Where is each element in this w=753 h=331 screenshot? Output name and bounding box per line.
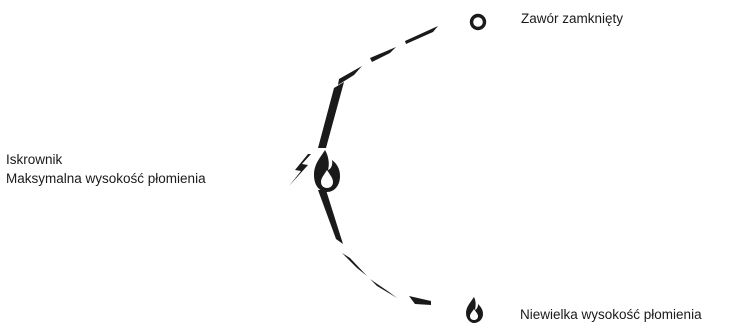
ignition-label-line2: Maksymalna wysokość płomienia (6, 171, 206, 186)
arc-segment (338, 66, 362, 85)
arc-segment (370, 279, 397, 298)
arc-segment (318, 82, 344, 148)
valve-closed-circle-icon (469, 13, 487, 31)
closed-valve-label: Zawór zamknięty (521, 11, 624, 26)
flame-scale-arc (318, 26, 438, 305)
ignition-label: Iskrownik Maksymalna wysokość płomienia (6, 150, 206, 188)
ignition-label-line1: Iskrownik (6, 152, 63, 167)
small-flame-icon (466, 297, 483, 323)
small-flame-label: Niewielka wysokość płomienia (520, 307, 702, 322)
arc-segment (342, 253, 367, 276)
arc-segment (318, 190, 343, 244)
spark-bolt-icon (289, 154, 311, 186)
arc-segment (370, 47, 396, 62)
arc-segment (409, 296, 431, 305)
large-flame-icon (314, 150, 340, 192)
arc-segment (405, 26, 438, 44)
